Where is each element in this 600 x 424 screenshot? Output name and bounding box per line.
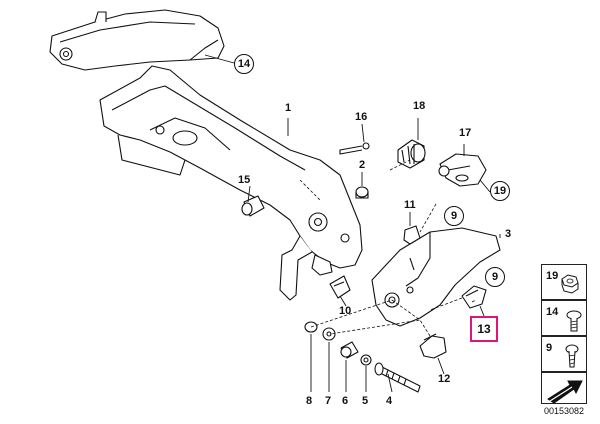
washer-small-part (360, 354, 372, 366)
callout-2: 2 (359, 159, 366, 171)
clip-part (403, 225, 421, 245)
legend-number: 19 (546, 270, 559, 282)
callout-18: 18 (413, 100, 426, 112)
legend-arrow-cell (541, 372, 587, 404)
callout-9-upper: 9 (444, 206, 464, 226)
clip-highlighted-part (461, 285, 487, 309)
callout-9-lower: 9 (485, 267, 505, 287)
screw-icon (565, 344, 579, 368)
callout-6: 6 (342, 395, 349, 407)
diagram-reference-number: 00153082 (544, 406, 585, 416)
bracket-plate-part (371, 227, 501, 327)
callout-19: 19 (490, 181, 510, 201)
callout-16: 16 (355, 111, 368, 123)
legend-number: 14 (546, 306, 559, 318)
callout-17: 17 (459, 127, 472, 139)
pin-part (339, 142, 370, 155)
callout-15: 15 (238, 174, 251, 186)
callout-1: 1 (285, 102, 292, 114)
bushing-small-part (340, 341, 359, 359)
latch-part (419, 333, 447, 359)
callout-5: 5 (362, 395, 369, 407)
callout-4: 4 (386, 395, 393, 407)
main-bracket-part (99, 65, 363, 301)
washer-part (322, 327, 336, 341)
lever-part (438, 153, 487, 187)
direction-arrow-icon (547, 380, 583, 404)
legend-cell-19[interactable]: 19 (541, 264, 587, 300)
callout-14: 14 (234, 54, 254, 74)
legend-number: 9 (546, 342, 553, 354)
trim-cover-part (49, 9, 225, 71)
callout-3: 3 (505, 228, 512, 240)
bushing-part (355, 186, 369, 199)
fastener-legend: 19 14 9 (541, 264, 587, 416)
callout-10: 10 (339, 305, 352, 317)
legend-cell-14[interactable]: 14 (541, 300, 587, 336)
spring-clip-part (329, 275, 351, 299)
callout-11: 11 (404, 199, 416, 211)
screw-icon (566, 310, 582, 332)
callout-8: 8 (306, 395, 313, 407)
hex-nut-icon (561, 274, 579, 294)
sleeve-part (241, 195, 265, 217)
legend-cell-9[interactable]: 9 (541, 336, 587, 372)
knob-part (397, 139, 426, 169)
bolt-part (374, 362, 421, 393)
callout-12: 12 (438, 373, 451, 385)
callout-7: 7 (325, 395, 332, 407)
callout-13-highlighted[interactable]: 13 (470, 316, 498, 342)
